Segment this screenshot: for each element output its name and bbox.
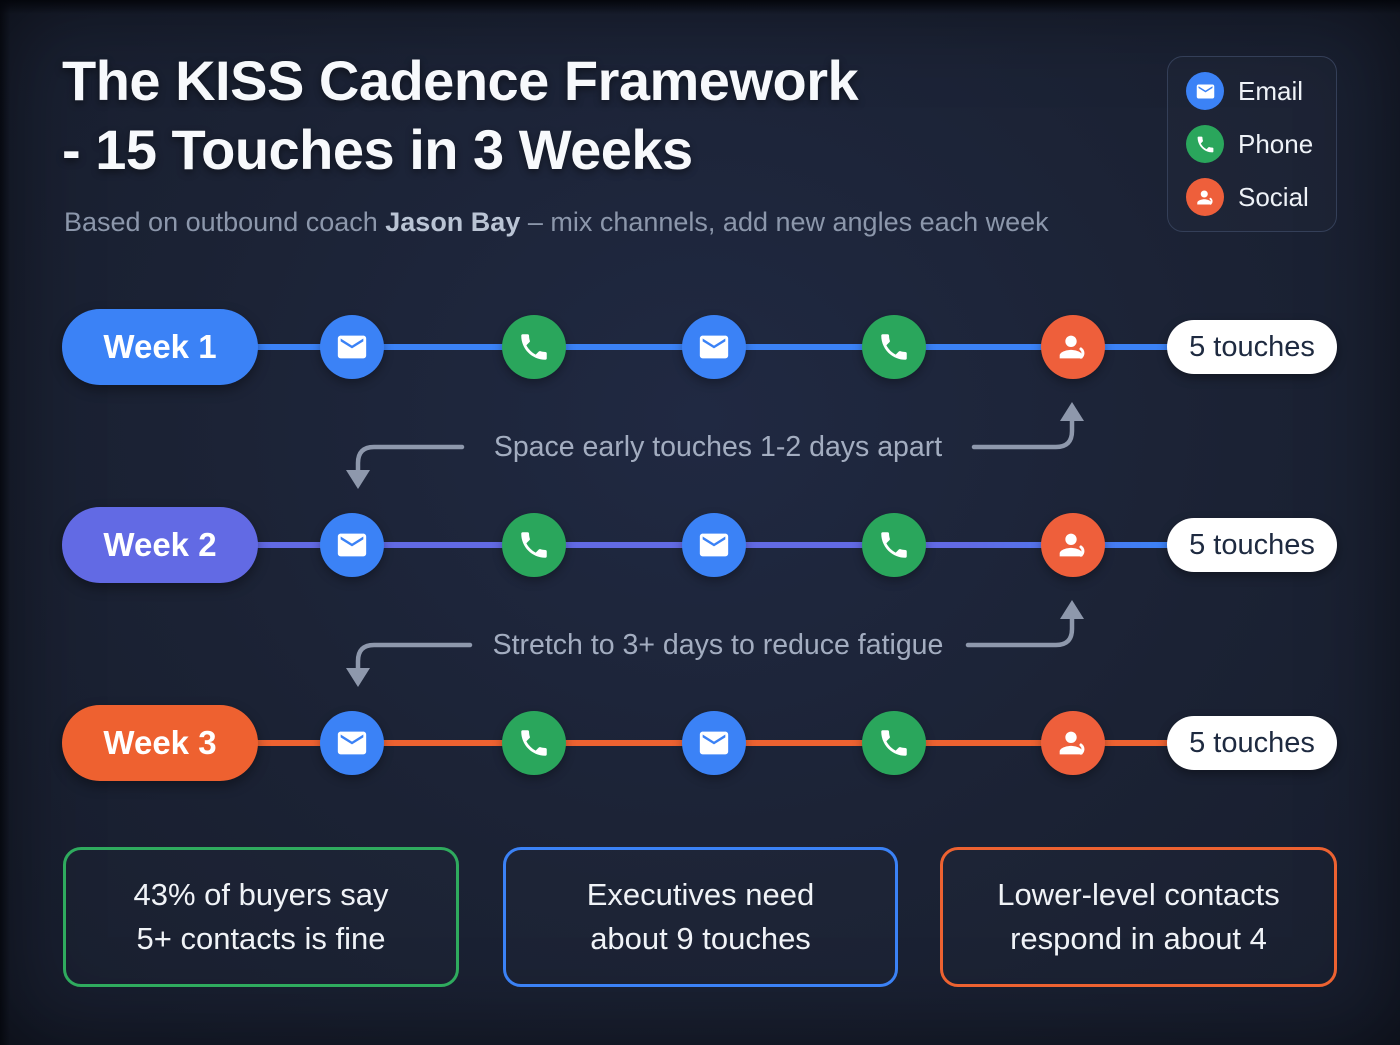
touch-count-badge-week-2: 5 touches: [1167, 518, 1337, 572]
stat-text: 5+ contacts is fine: [136, 921, 386, 956]
page-title: The KISS Cadence Framework - 15 Touches …: [62, 46, 859, 184]
stat-card-buyers: 43% of buyers say 5+ contacts is fine: [63, 847, 459, 987]
phone-icon: [862, 513, 926, 577]
subtitle-prefix: Based on outbound coach: [64, 207, 386, 237]
stat-card-executives: Executives need about 9 touches: [503, 847, 898, 987]
annotation-text: Space early touches 1-2 days apart: [493, 431, 943, 463]
legend-label-social: Social: [1238, 181, 1309, 212]
channel-legend: Email Phone Social: [1167, 56, 1337, 232]
email-icon: [320, 711, 384, 775]
touch-count-badge-week-3: 5 touches: [1167, 716, 1337, 770]
annotation-arrows: [346, 600, 1084, 687]
phone-icon: [1186, 125, 1224, 163]
cadence-row-week-3: Week 3 5 touches: [0, 705, 1400, 781]
stat-card-lower-level: Lower-level contacts respond in about 4: [940, 847, 1337, 987]
phone-icon: [502, 711, 566, 775]
phone-icon: [502, 315, 566, 379]
subtitle-author: Jason Bay: [385, 207, 521, 237]
stat-text: Executives need: [586, 877, 815, 912]
email-icon: [1186, 72, 1224, 110]
stat-text: respond in about 4: [1010, 921, 1267, 956]
stat-text: Lower-level contacts: [997, 877, 1280, 912]
title-line-1: The KISS Cadence Framework: [62, 49, 859, 112]
subtitle-suffix: – mix channels, add new angles each week: [520, 207, 1049, 237]
legend-item-social: Social: [1186, 178, 1336, 216]
social-icon: [1041, 315, 1105, 379]
annotation-week2-to-week3: Stretch to 3+ days to reduce fatigue: [0, 593, 1400, 705]
subtitle: Based on outbound coach Jason Bay – mix …: [64, 207, 1049, 238]
phone-icon: [862, 315, 926, 379]
touch-count-badge-week-1: 5 touches: [1167, 320, 1337, 374]
email-icon: [682, 513, 746, 577]
email-icon: [320, 513, 384, 577]
email-icon: [320, 315, 384, 379]
cadence-row-week-1: Week 1 5 touches: [0, 309, 1400, 385]
stat-text: about 9 touches: [590, 921, 811, 956]
week-2-pill: Week 2: [62, 507, 258, 583]
email-icon: [682, 315, 746, 379]
annotation-arrows: [346, 402, 1084, 489]
stat-text: 43% of buyers say: [133, 877, 389, 912]
week-3-pill: Week 3: [62, 705, 258, 781]
annotation-week1-to-week2: Space early touches 1-2 days apart: [0, 395, 1400, 507]
title-line-2: - 15 Touches in 3 Weeks: [62, 118, 693, 181]
week-1-pill: Week 1: [62, 309, 258, 385]
legend-label-email: Email: [1238, 75, 1304, 106]
social-icon: [1041, 513, 1105, 577]
legend-item-email: Email: [1186, 72, 1336, 110]
cadence-row-week-2: Week 2 5 touches: [0, 507, 1400, 583]
social-icon: [1041, 711, 1105, 775]
legend-item-phone: Phone: [1186, 125, 1336, 163]
annotation-text: Stretch to 3+ days to reduce fatigue: [492, 629, 944, 661]
phone-icon: [862, 711, 926, 775]
phone-icon: [502, 513, 566, 577]
legend-label-phone: Phone: [1238, 128, 1314, 159]
email-icon: [682, 711, 746, 775]
social-icon: [1186, 178, 1224, 216]
